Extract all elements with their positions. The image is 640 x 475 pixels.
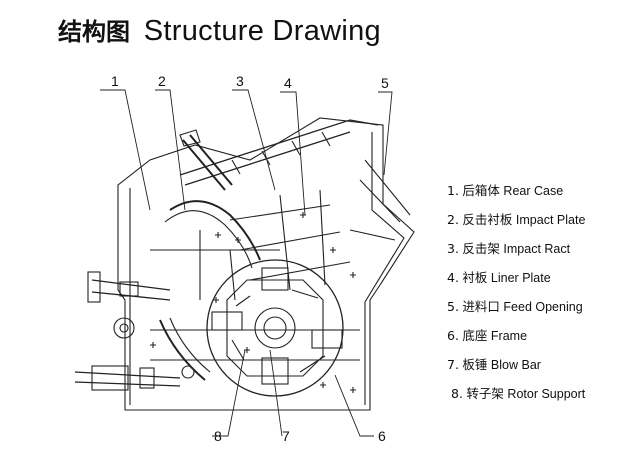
legend-item-impact-ract: 3. 反击架 Impact Ract	[447, 241, 571, 256]
legend-item-blow-bar: 7. 板锤 Blow Bar	[447, 357, 541, 372]
legend-item-rear-case: 1. 后箱体 Rear Case	[447, 183, 564, 198]
blow-bar-right	[311, 329, 343, 349]
callout-4: 4	[284, 75, 292, 91]
drawing-title: 结构图 Structure Drawing	[58, 14, 381, 49]
callout-3: 3	[236, 73, 244, 89]
rotor-outer	[206, 259, 344, 397]
blow-bar-bottom	[261, 357, 289, 385]
callout-6: 6	[378, 428, 386, 444]
callout-leaders	[100, 89, 393, 437]
blow-bar-top	[261, 267, 289, 291]
callout-2: 2	[158, 73, 166, 89]
impact-plate-arm	[182, 134, 233, 191]
legend-item-impact-plate: 2. 反击衬板 Impact Plate	[447, 212, 586, 227]
liner-plate-grid	[150, 189, 360, 361]
feed-chute	[179, 119, 379, 186]
impact-plate-lower	[159, 319, 206, 381]
callout-5: 5	[381, 75, 389, 91]
legend-item-rotor-support: 8. 转子架 Rotor Support	[451, 386, 586, 401]
legend-item-liner-plate: 4. 衬板 Liner Plate	[447, 270, 551, 285]
title-english: Structure Drawing	[143, 15, 381, 47]
rotor-hub	[254, 307, 296, 349]
callout-8: 8	[214, 428, 222, 444]
impact-plate-upper	[169, 200, 261, 261]
legend-item-frame: 6. 底座 Frame	[447, 328, 528, 343]
adjusting-rod-upper	[91, 279, 171, 301]
pivot-left	[113, 317, 135, 339]
callout-1: 1	[111, 73, 119, 89]
legend-item-feed-opening: 5. 进料口 Feed Opening	[447, 299, 583, 314]
outer-casing	[117, 117, 415, 411]
callout-7: 7	[282, 428, 290, 444]
rotor-octagon	[226, 279, 324, 377]
title-chinese: 结构图	[58, 18, 130, 46]
blow-bar-left	[211, 311, 243, 331]
